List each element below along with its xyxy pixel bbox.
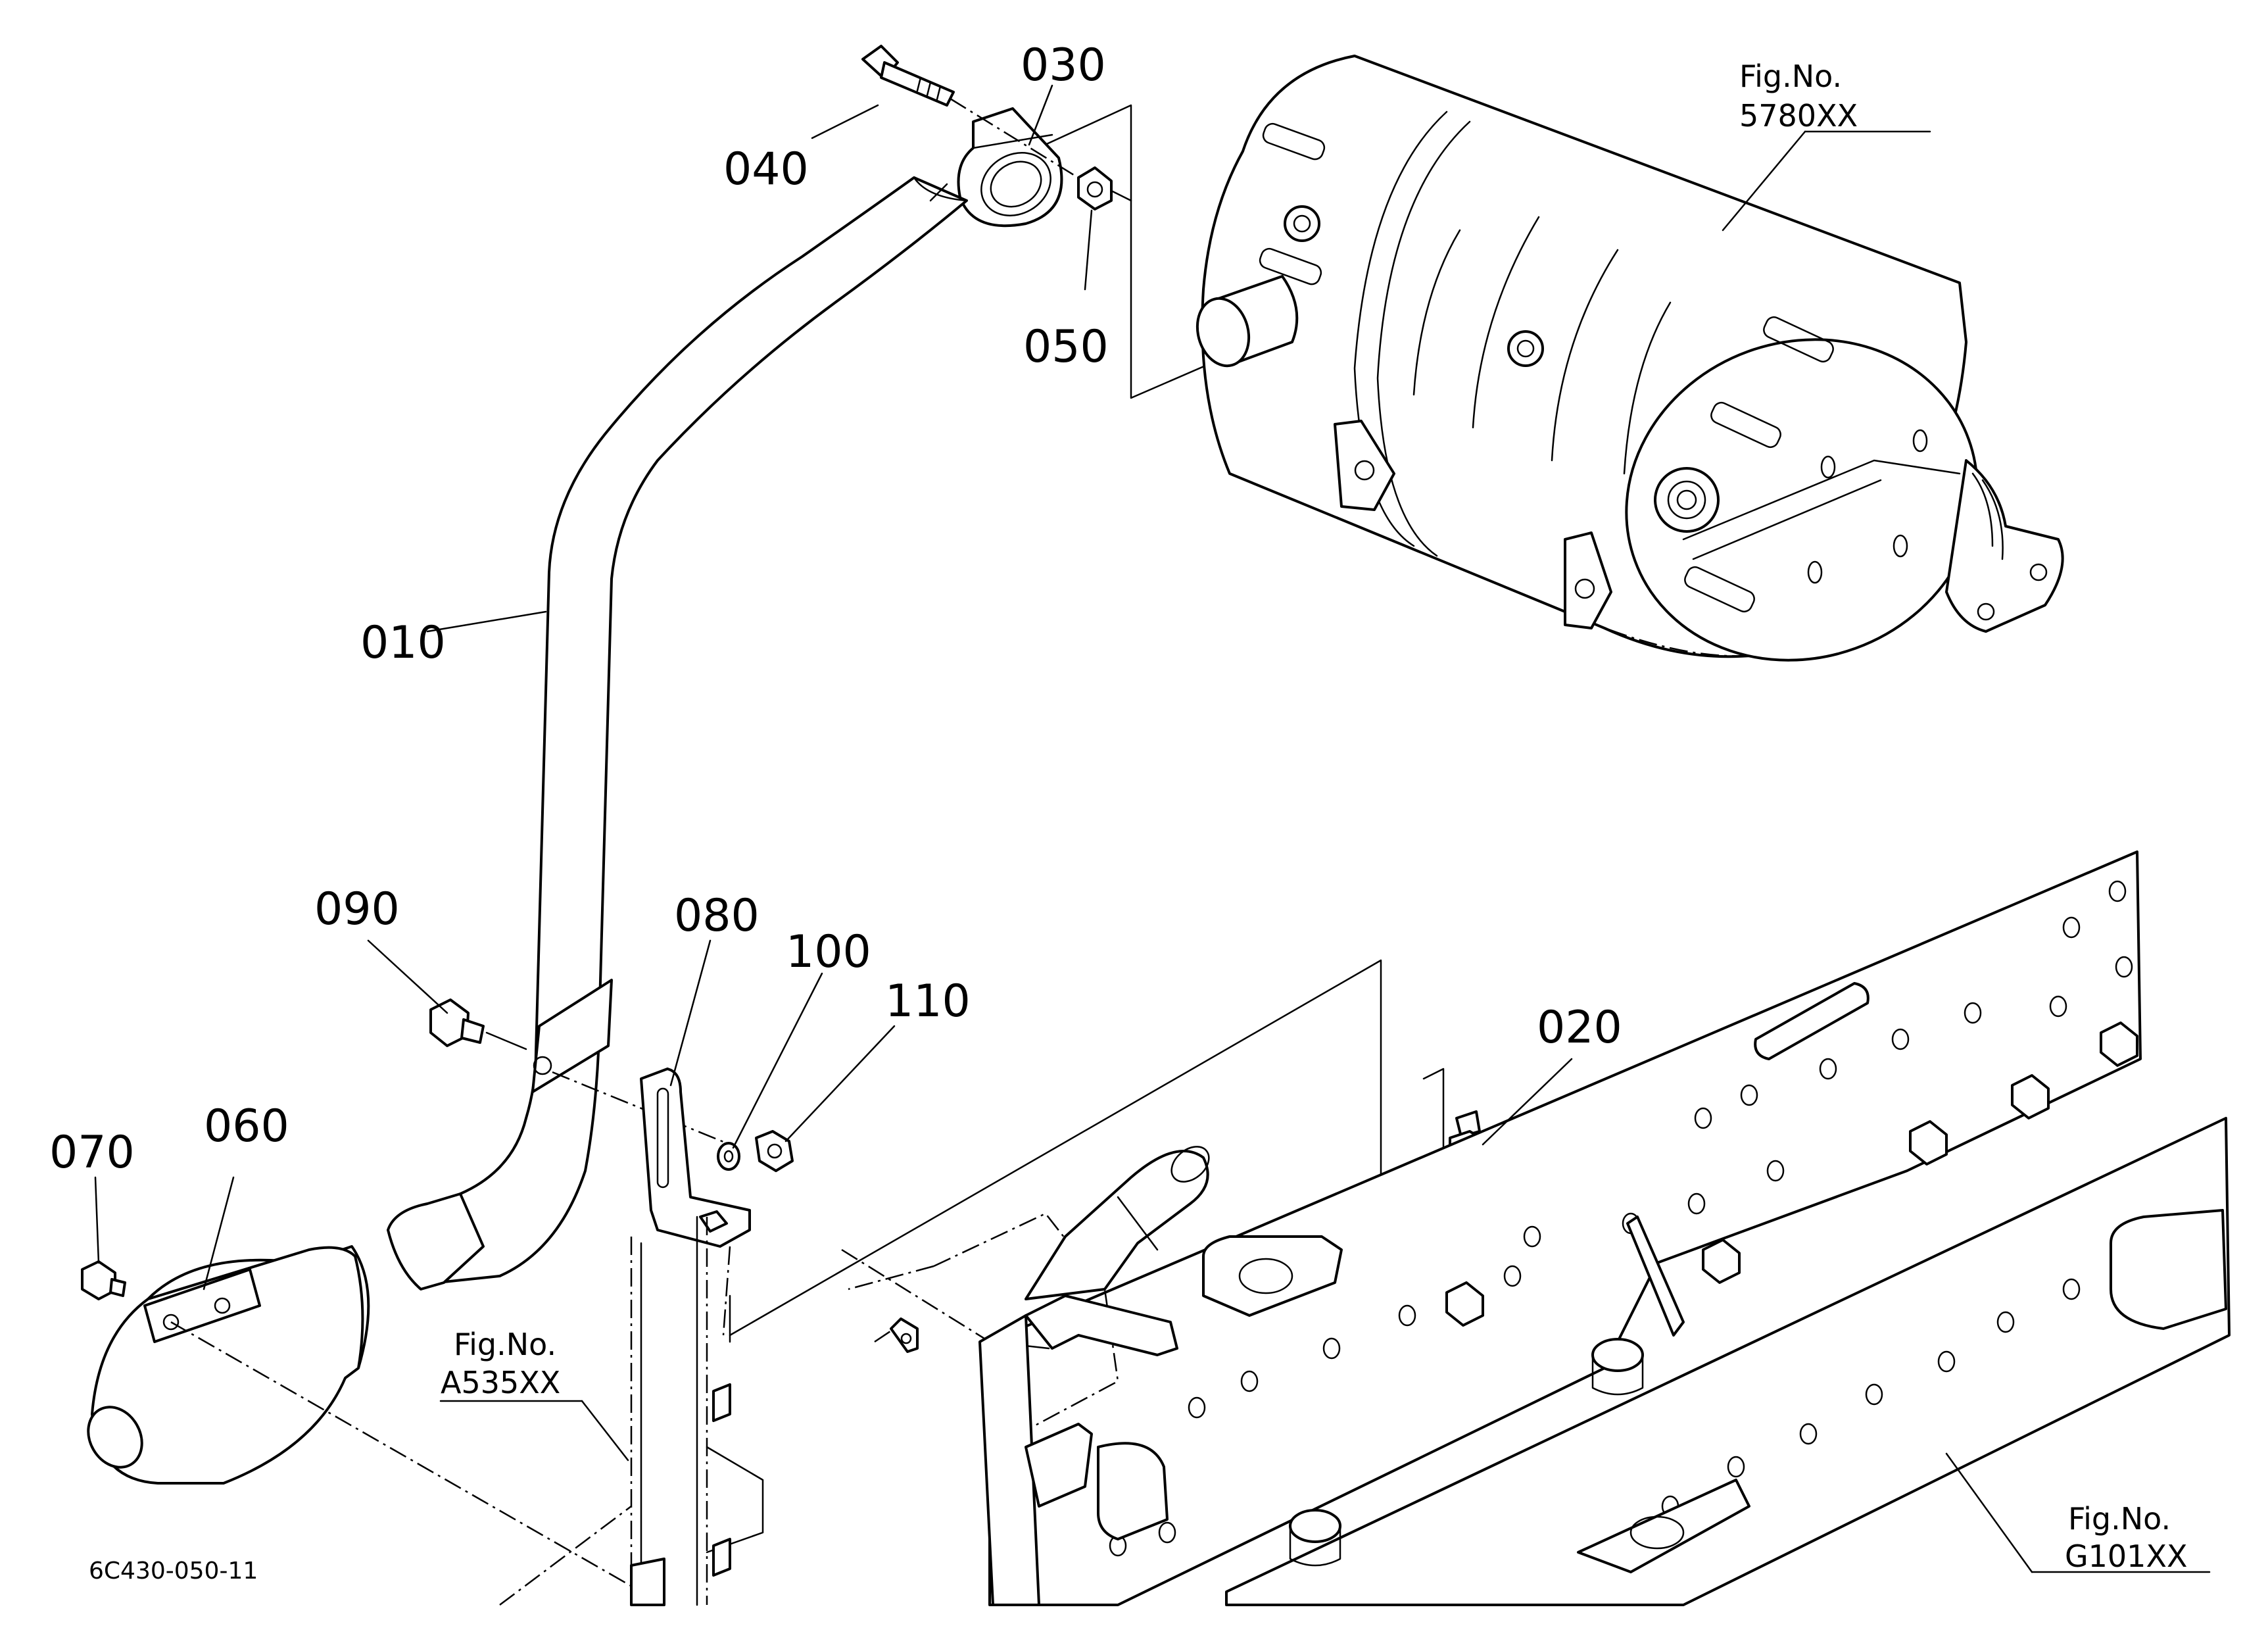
muffler-assembly[interactable] [1041, 55, 2064, 709]
label-100[interactable]: 100 [786, 926, 871, 978]
heat-shield-060[interactable] [78, 1245, 370, 1485]
nut-050[interactable] [1077, 166, 1132, 210]
fig-g101-prefix: Fig.No. [2068, 1501, 2171, 1536]
body-panel-a535[interactable] [841, 1140, 1216, 1606]
frame-assembly[interactable] [729, 850, 2231, 1606]
label-090[interactable]: 090 [314, 883, 400, 935]
fig-a535-prefix: Fig.No. [454, 1327, 556, 1362]
label-010[interactable]: 010 [360, 617, 446, 669]
structure-a535[interactable] [499, 1216, 764, 1606]
fig-5780-number: 5780XX [1739, 98, 1858, 134]
figure-reference-5780[interactable]: Fig.No. 5780XX [1739, 59, 1858, 134]
fig-g101-number: G101XX [2065, 1538, 2187, 1574]
clamp-030[interactable] [957, 107, 1063, 228]
label-060[interactable]: 060 [204, 1100, 289, 1152]
label-080[interactable]: 080 [674, 890, 760, 942]
label-040[interactable]: 040 [723, 143, 809, 195]
label-050[interactable]: 050 [1023, 321, 1109, 373]
drawing-code: 6C430-050-11 [89, 1558, 258, 1585]
figure-reference-a535[interactable]: Fig.No. A535XX [441, 1327, 560, 1400]
part-labels: 010 020 030 040 050 060 070 080 090 100 … [49, 39, 1622, 1179]
tail-pipe-010[interactable] [387, 176, 968, 1291]
label-030[interactable]: 030 [1021, 39, 1106, 91]
label-110[interactable]: 110 [885, 975, 971, 1027]
fig-5780-prefix: Fig.No. [1739, 59, 1842, 94]
bolt-090[interactable] [429, 998, 731, 1146]
label-020[interactable]: 020 [1537, 1002, 1622, 1054]
nut-110[interactable] [722, 1130, 794, 1336]
fig-a535-number: A535XX [441, 1365, 560, 1400]
leader-lines [94, 84, 2211, 1573]
bolt-070[interactable] [81, 1260, 665, 1606]
frame-nuts [1445, 1021, 2138, 1327]
label-070[interactable]: 070 [49, 1127, 135, 1179]
washer-100[interactable] [717, 1142, 740, 1171]
figure-reference-g101[interactable]: Fig.No. G101XX [2065, 1501, 2187, 1574]
